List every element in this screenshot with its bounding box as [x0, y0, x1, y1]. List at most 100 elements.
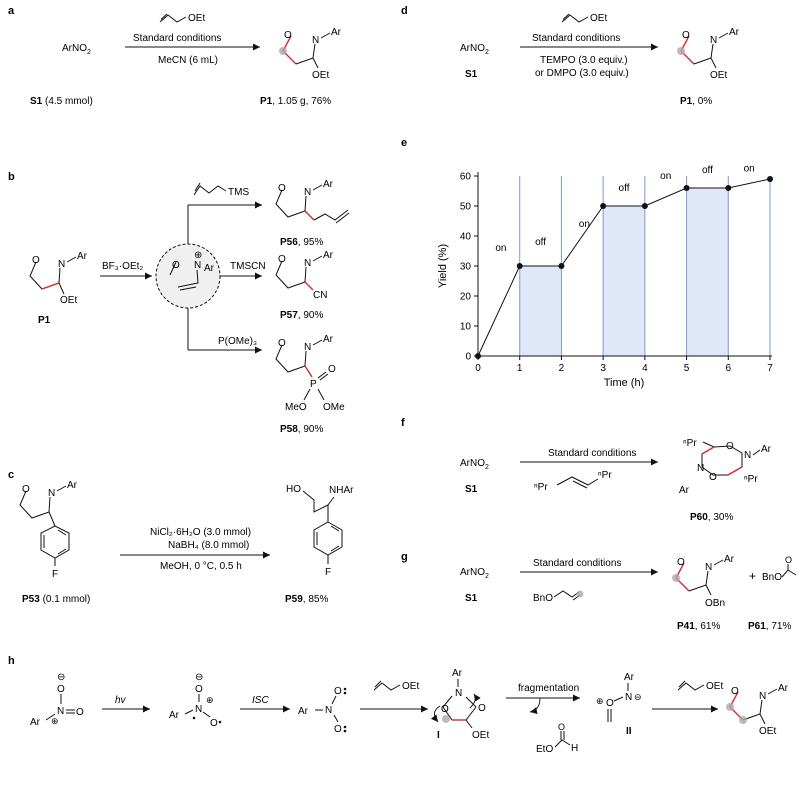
- int-II-label: II: [626, 726, 632, 737]
- product-p41: P41, 61%: [677, 621, 720, 632]
- svg-text:O: O: [785, 555, 792, 565]
- product-p58-structure: O N Ar P O MeO OMe: [275, 334, 345, 413]
- svg-text:O: O: [677, 557, 685, 568]
- svg-text:O: O: [709, 472, 717, 483]
- panel-label-e: e: [401, 137, 407, 149]
- reactant-arno2: ArNO2: [62, 43, 91, 56]
- sm-b: P1: [38, 315, 51, 326]
- svg-text:O: O: [278, 183, 286, 194]
- svg-text:O: O: [334, 686, 342, 697]
- svg-text:O: O: [328, 364, 336, 375]
- product-p59: P59, 85%: [285, 594, 328, 605]
- svg-text:Ar: Ar: [761, 444, 772, 455]
- svg-text:Ar: Ar: [30, 717, 41, 728]
- y-tick-label: 60: [460, 172, 472, 183]
- svg-text:N: N: [705, 562, 712, 573]
- reagent-bno: BnO: [533, 593, 553, 604]
- cn-label: CN: [313, 290, 327, 301]
- light-state-label: on: [660, 171, 671, 182]
- reagent-tmscn: TMSCN: [230, 261, 266, 272]
- svg-text:O: O: [278, 254, 286, 265]
- bn-formate-label: BnO: [762, 572, 782, 583]
- product-p60: P60, 30%: [690, 512, 733, 523]
- panel-h: h ⊖ O N ⊕ Ar O hv ⊖ O ⊕ N Ar O: [8, 655, 789, 755]
- reagent-tms: TMS: [228, 187, 249, 198]
- data-point: [683, 185, 690, 191]
- panel-label-g: g: [401, 551, 408, 563]
- p60-structure: ⁿPr O N Ar N O Ar ⁿPr: [679, 438, 772, 496]
- svg-text:⊖: ⊖: [634, 692, 642, 702]
- svg-text:O: O: [278, 338, 286, 349]
- isoxazolidine-a: O N Ar OEt: [279, 27, 342, 81]
- svg-text:ⁿPr: ⁿPr: [744, 474, 758, 485]
- data-point: [516, 263, 523, 269]
- svg-text:O: O: [22, 484, 30, 495]
- svg-text:N: N: [710, 35, 717, 46]
- svg-text:O: O: [76, 707, 84, 718]
- panel-label-h: h: [8, 655, 15, 667]
- conditions-f-1: Standard conditions: [548, 448, 636, 459]
- light-state-label: on: [744, 164, 755, 175]
- x-axis-label: Time (h): [604, 377, 645, 389]
- svg-text:Ar: Ar: [323, 334, 334, 345]
- y-axis-label: Yield (%): [437, 244, 449, 288]
- data-point: [475, 353, 481, 359]
- yield-series-line: [477, 178, 771, 357]
- light-state-label: off: [535, 237, 546, 248]
- svg-text:NHAr: NHAr: [329, 485, 354, 496]
- int-I-label: I: [437, 730, 440, 741]
- excited-nitro: ⊖ O ⊕ N Ar O: [169, 672, 222, 729]
- x-tick-label: 4: [642, 363, 648, 374]
- svg-text:N: N: [194, 260, 201, 271]
- svg-text:N: N: [312, 35, 319, 46]
- ome-left: MeO: [285, 402, 307, 413]
- svg-text:N: N: [58, 259, 65, 270]
- p53-structure: O N Ar F: [19, 480, 78, 580]
- svg-text:O: O: [32, 255, 40, 266]
- panel-a: a ArNO2 OEt Standard conditions MeCN (6 …: [8, 5, 342, 107]
- svg-text:O: O: [334, 724, 342, 735]
- plus-sign: +: [749, 569, 756, 583]
- data-point: [767, 176, 773, 182]
- ethyl-formate: EtO O H: [536, 722, 578, 755]
- svg-text:Ar: Ar: [323, 250, 334, 261]
- svg-text:OEt: OEt: [60, 295, 77, 306]
- data-point: [725, 185, 732, 191]
- lewis-acid: BF₃·OEt₂: [102, 261, 143, 272]
- product-p61: P61, 71%: [748, 621, 791, 632]
- iminium-charge: ⊕: [194, 250, 202, 261]
- svg-text:Ar: Ar: [77, 251, 88, 262]
- isoxazolidine-h: O N Ar OEt: [726, 683, 789, 737]
- conditions-d-3: or DMPO (3.0 equiv.): [535, 68, 629, 79]
- marker-dot: [279, 47, 287, 55]
- alkene-right: ⁿPr: [598, 470, 612, 481]
- svg-text:N: N: [455, 688, 462, 699]
- panel-label-b: b: [8, 171, 15, 183]
- product-a: P1, 1.05 g, 76%: [260, 96, 331, 107]
- svg-text:OEt: OEt: [472, 730, 489, 741]
- svg-text:OEt: OEt: [402, 681, 419, 692]
- panel-label-c: c: [8, 469, 14, 481]
- svg-text:Ar: Ar: [331, 27, 342, 38]
- svg-text:Ar: Ar: [729, 27, 740, 38]
- svg-text:O: O: [726, 441, 734, 452]
- svg-text:N: N: [304, 187, 311, 198]
- phosphorus-atom: P: [310, 379, 317, 390]
- y-tick-label: 30: [460, 262, 472, 273]
- panel-label-a: a: [8, 5, 15, 17]
- svg-text:N: N: [325, 705, 332, 716]
- sm-d: S1: [465, 69, 478, 80]
- svg-text:N: N: [304, 258, 311, 269]
- svg-text:Ar: Ar: [778, 683, 789, 694]
- reagent-pome3: P(OMe)₃: [218, 336, 257, 347]
- x-tick-label: 7: [767, 363, 773, 374]
- svg-text:Ar: Ar: [624, 672, 635, 683]
- panel-label-f: f: [401, 417, 405, 429]
- ome-right: OMe: [323, 402, 345, 413]
- svg-text:OEt: OEt: [710, 70, 727, 81]
- y-tick-label: 20: [460, 292, 472, 303]
- product-d: P1, 0%: [680, 96, 712, 107]
- svg-text:Ar: Ar: [67, 480, 78, 491]
- svg-text:O: O: [284, 30, 292, 41]
